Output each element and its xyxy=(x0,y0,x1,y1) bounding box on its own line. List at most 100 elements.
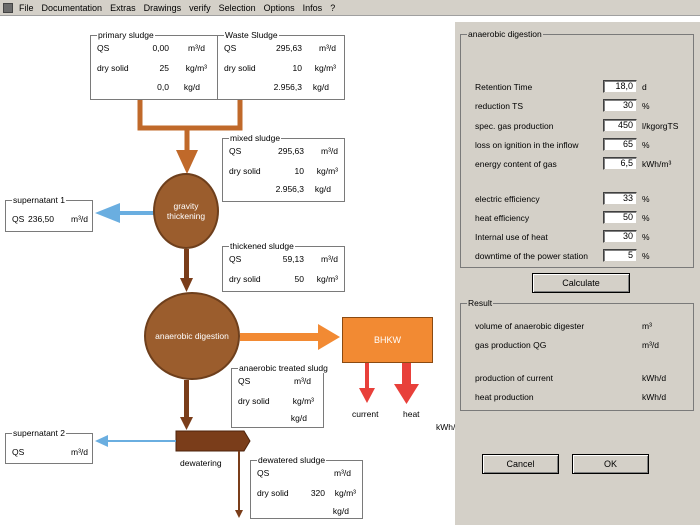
result-volume-unit: m³ xyxy=(642,321,652,331)
heat-efficiency-unit: % xyxy=(642,213,650,223)
waste-qs-value: 295,63 xyxy=(276,43,302,53)
mixed-ds-value: 10 xyxy=(294,166,304,176)
primary-ds-label: dry solid xyxy=(97,63,129,73)
energy-content-input[interactable]: 6,5 xyxy=(603,157,637,170)
spec-gas-production-input[interactable]: 450 xyxy=(603,119,637,132)
electric-efficiency-unit: % xyxy=(642,194,650,204)
mixed-qs-label: QS xyxy=(229,146,242,156)
menu-help[interactable]: ? xyxy=(330,2,336,13)
anaerobic-treated-box: anaerobic treated sludg QS m³/d dry soli… xyxy=(231,363,329,428)
waste-sludge-title: Waste Sludge xyxy=(224,30,279,40)
ok-button[interactable]: OK xyxy=(572,454,649,474)
primary-qs-value: 0,00 xyxy=(152,43,169,53)
menu-drawings[interactable]: Drawings xyxy=(143,2,182,13)
dewatered-stream xyxy=(238,451,240,511)
supernatant-1-arrow xyxy=(95,203,155,223)
waste-ds-unit: kg/m³ xyxy=(314,63,336,73)
primary-qs-label: QS xyxy=(97,43,110,53)
mixed-ds-unit: kg/m³ xyxy=(316,166,338,176)
retention-time-input[interactable]: 18,0 xyxy=(603,80,637,93)
electric-efficiency-input[interactable]: 33 xyxy=(603,192,637,205)
waste-load-unit: kg/d xyxy=(312,82,329,92)
treated-ds-label: dry solid xyxy=(238,396,270,406)
supernatant-2-qs-unit: m³/d xyxy=(71,447,88,457)
menu-extras[interactable]: Extras xyxy=(110,2,136,13)
supernatant-2-qs-label: QS xyxy=(12,447,25,457)
result-gas-label: gas production QG xyxy=(475,340,547,350)
result-panel: Result xyxy=(460,298,694,411)
primary-sludge-box: primary sludge QS 0,00 m³/d dry solid 25… xyxy=(90,30,218,100)
dewatered-sludge-title: dewatered sludge xyxy=(257,455,327,465)
reduction-ts-input[interactable]: 30 xyxy=(603,99,637,112)
loss-on-ignition-label: loss on ignition in the inflow xyxy=(475,140,579,150)
app-menu-icon[interactable] xyxy=(3,2,13,13)
loss-on-ignition-unit: % xyxy=(642,140,650,150)
waste-sludge-box: Waste Sludge QS 295,63 m³/d dry solid 10… xyxy=(217,30,345,100)
result-heat-unit: kWh/d xyxy=(642,392,667,402)
menu-verify[interactable]: verify xyxy=(189,2,211,13)
thickened-ds-label: dry solid xyxy=(229,274,261,284)
treated-stream-arrowhead xyxy=(180,417,193,430)
retention-time-label: Retention Time xyxy=(475,82,533,92)
treated-stream xyxy=(184,380,189,418)
heat-efficiency-input[interactable]: 50 xyxy=(603,211,637,224)
panel-title: anaerobic digestion xyxy=(467,29,543,39)
supernatant-1-qs-value: 236,50 xyxy=(28,214,54,224)
dewatered-ds-label: dry solid xyxy=(257,488,289,498)
loss-on-ignition-input[interactable]: 65 xyxy=(603,138,637,151)
dewatered-ds-value: 320 xyxy=(310,488,325,498)
internal-heat-label: Internal use of heat xyxy=(475,232,548,242)
thickened-qs-unit: m³/d xyxy=(321,254,338,264)
result-current-unit: kWh/d xyxy=(642,373,667,383)
calculate-button[interactable]: Calculate xyxy=(532,273,630,293)
menu-file[interactable]: File xyxy=(19,2,34,13)
result-title: Result xyxy=(467,298,494,308)
heat-arrow xyxy=(394,363,419,404)
anaerobic-digestion-label: anaerobic digestion xyxy=(155,331,229,341)
mixed-ds-label: dry solid xyxy=(229,166,261,176)
internal-heat-input[interactable]: 30 xyxy=(603,230,637,243)
dewatered-qs-unit: m³/d xyxy=(334,468,351,478)
energy-content-unit: kWh/m³ xyxy=(642,159,672,169)
dewatered-load-unit: kg/d xyxy=(332,506,349,516)
heat-efficiency-label: heat efficiency xyxy=(475,213,530,223)
gravity-thickening-node: gravity thickening xyxy=(153,173,219,249)
retention-time-unit: d xyxy=(642,82,647,92)
primary-ds-value: 25 xyxy=(159,63,169,73)
supernatant-2-title: supernatant 2 xyxy=(12,428,66,438)
current-label: current xyxy=(352,409,379,419)
supernatant-2-arrow xyxy=(95,435,176,447)
downtime-input[interactable]: 5 xyxy=(603,249,637,262)
primary-ds-unit: kg/m³ xyxy=(185,63,207,73)
waste-ds-label: dry solid xyxy=(224,63,256,73)
anaerobic-digestion-node: anaerobic digestion xyxy=(144,292,240,380)
primary-sludge-title: primary sludge xyxy=(97,30,155,40)
waste-load-value: 2.956,3 xyxy=(273,82,302,92)
result-heat-label: heat production xyxy=(475,392,534,402)
result-current-label: production of current xyxy=(475,373,553,383)
current-arrow xyxy=(359,363,375,403)
spec-gas-production-unit: l/kgorgTS xyxy=(642,121,679,131)
heat-label: heat xyxy=(403,409,420,419)
primary-load-unit: kg/d xyxy=(183,82,200,92)
gas-to-bhkw-arrow xyxy=(240,324,340,350)
reduction-ts-unit: % xyxy=(642,101,650,111)
waste-ds-value: 10 xyxy=(292,63,302,73)
mixed-load-value: 2.956,3 xyxy=(275,184,304,194)
downtime-label: downtime of the power station xyxy=(475,251,588,261)
bhkw-stray-unit: kWh/d xyxy=(436,422,461,432)
supernatant-1-title: supernatant 1 xyxy=(12,195,66,205)
menu-options[interactable]: Options xyxy=(263,2,295,13)
dewatered-stream-arrowhead xyxy=(235,510,243,518)
cancel-button[interactable]: Cancel xyxy=(482,454,559,474)
supernatant-1-qs-unit: m³/d xyxy=(71,214,88,224)
dewatering-unit xyxy=(175,430,251,452)
treated-qs-unit: m³/d xyxy=(294,376,311,386)
reduction-ts-label: reduction TS xyxy=(475,101,524,111)
menu-selection[interactable]: Selection xyxy=(218,2,256,13)
menu-documentation[interactable]: Documentation xyxy=(41,2,103,13)
menu-infos[interactable]: Infos xyxy=(302,2,323,13)
treated-ds-unit: kg/m³ xyxy=(292,396,314,406)
result-gas-unit: m³/d xyxy=(642,340,659,350)
